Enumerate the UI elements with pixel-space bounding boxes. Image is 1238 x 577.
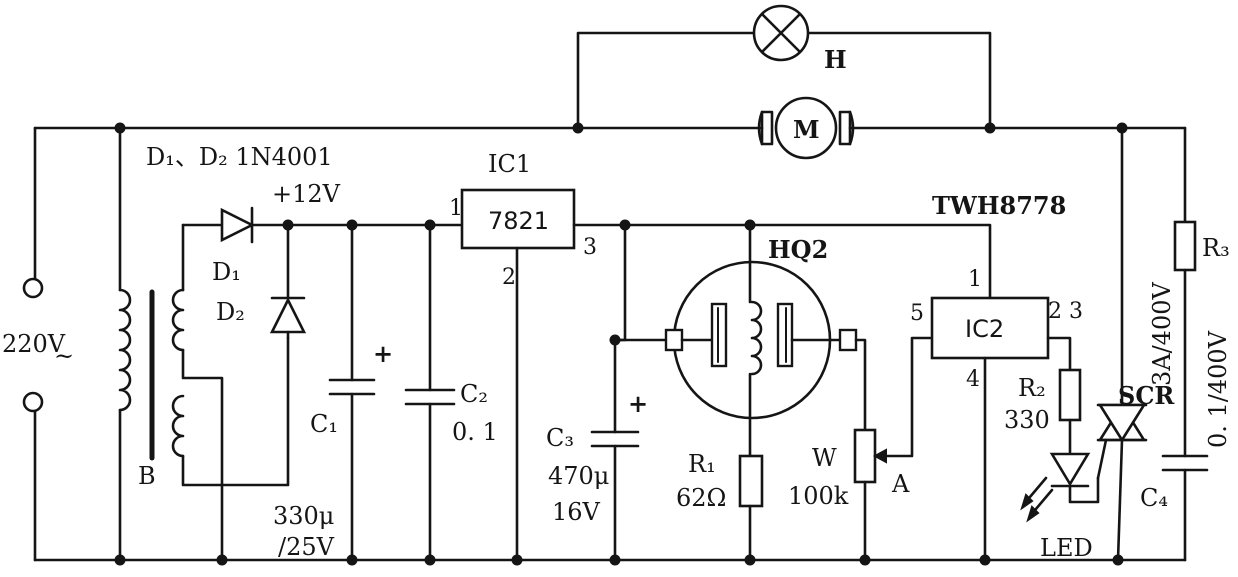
c3-value-a: 470μ [548,462,609,490]
r3-label: R₃ [1202,234,1230,262]
w-value: 100k [788,482,849,510]
capacitor-c2 [404,223,456,562]
transformer-label: B [138,462,156,490]
diode-type-label: D₁、D₂ 1N4001 [146,143,333,171]
diode-d2 [269,223,307,340]
ic1-name: IC1 [488,150,531,178]
mains-ac-symbol: ~ [54,342,74,370]
c3-plus-mark: + [628,389,648,418]
c3-label: C₃ [546,424,574,452]
r1-value: 62Ω [676,484,726,512]
mains-label: 220V [2,330,66,358]
led-label: LED [1040,534,1093,562]
transformer-b [118,223,290,562]
ic2-pin1: 1 [968,267,982,292]
gas-sensor-hq2 [613,223,867,458]
lamp-h [752,4,810,62]
c2-label: C₂ [460,380,488,408]
scr-triac [1096,126,1148,562]
ic2-part-number: TWH8778 [932,191,1066,220]
c2-value: 0. 1 [452,418,498,446]
c1-plus-mark: + [373,339,393,368]
c4-label: C₄ [1140,484,1168,512]
c1-value-b: /25V [278,533,335,561]
w-label: W [812,444,837,472]
ic2-pin23: 2 3 [1048,299,1083,324]
scr-label: SCR [1118,381,1175,410]
ic2-pin4: 4 [966,367,980,392]
ic1-pin2: 2 [502,265,516,290]
r2-label: R₂ [1018,374,1046,402]
ic1-pin1: 1 [449,196,463,221]
ic1-part: 7821 [488,207,549,235]
motor-label: M [793,115,820,144]
node-a-label: A [891,470,910,498]
sensor-label: HQ2 [768,235,828,264]
d1-label: D₁ [212,258,241,286]
lamp-label: H [824,45,847,74]
resistor-r1 [738,454,764,562]
ic2-pin5: 5 [910,301,924,326]
c4-value: 0. 1/400V [1204,330,1232,448]
snubber-r3-c4 [1161,126,1209,562]
ic1-regulator [460,188,992,562]
mains-terminals [22,277,44,413]
ic1-pin3: 3 [583,235,597,260]
c1-label: C₁ [310,410,338,438]
ic2-name: IC2 [965,315,1004,343]
c1-value-a: 330μ [273,502,334,530]
ic2-switch [930,296,1072,562]
supply-voltage-label: +12V [272,180,341,208]
capacitor-c1 [328,223,376,562]
r1-label: R₁ [688,450,716,478]
c3-value-b: 16V [552,498,601,526]
motor-m [757,96,855,160]
resistor-r2 [1058,368,1082,454]
diode-d1 [220,206,290,244]
scr-rating: 3A/400V [1148,282,1176,386]
potentiometer-w [853,336,932,562]
d2-label: D₂ [216,298,245,326]
led [1020,452,1100,523]
mains-wiring [33,31,1187,562]
r2-value: 330 [1004,406,1050,434]
